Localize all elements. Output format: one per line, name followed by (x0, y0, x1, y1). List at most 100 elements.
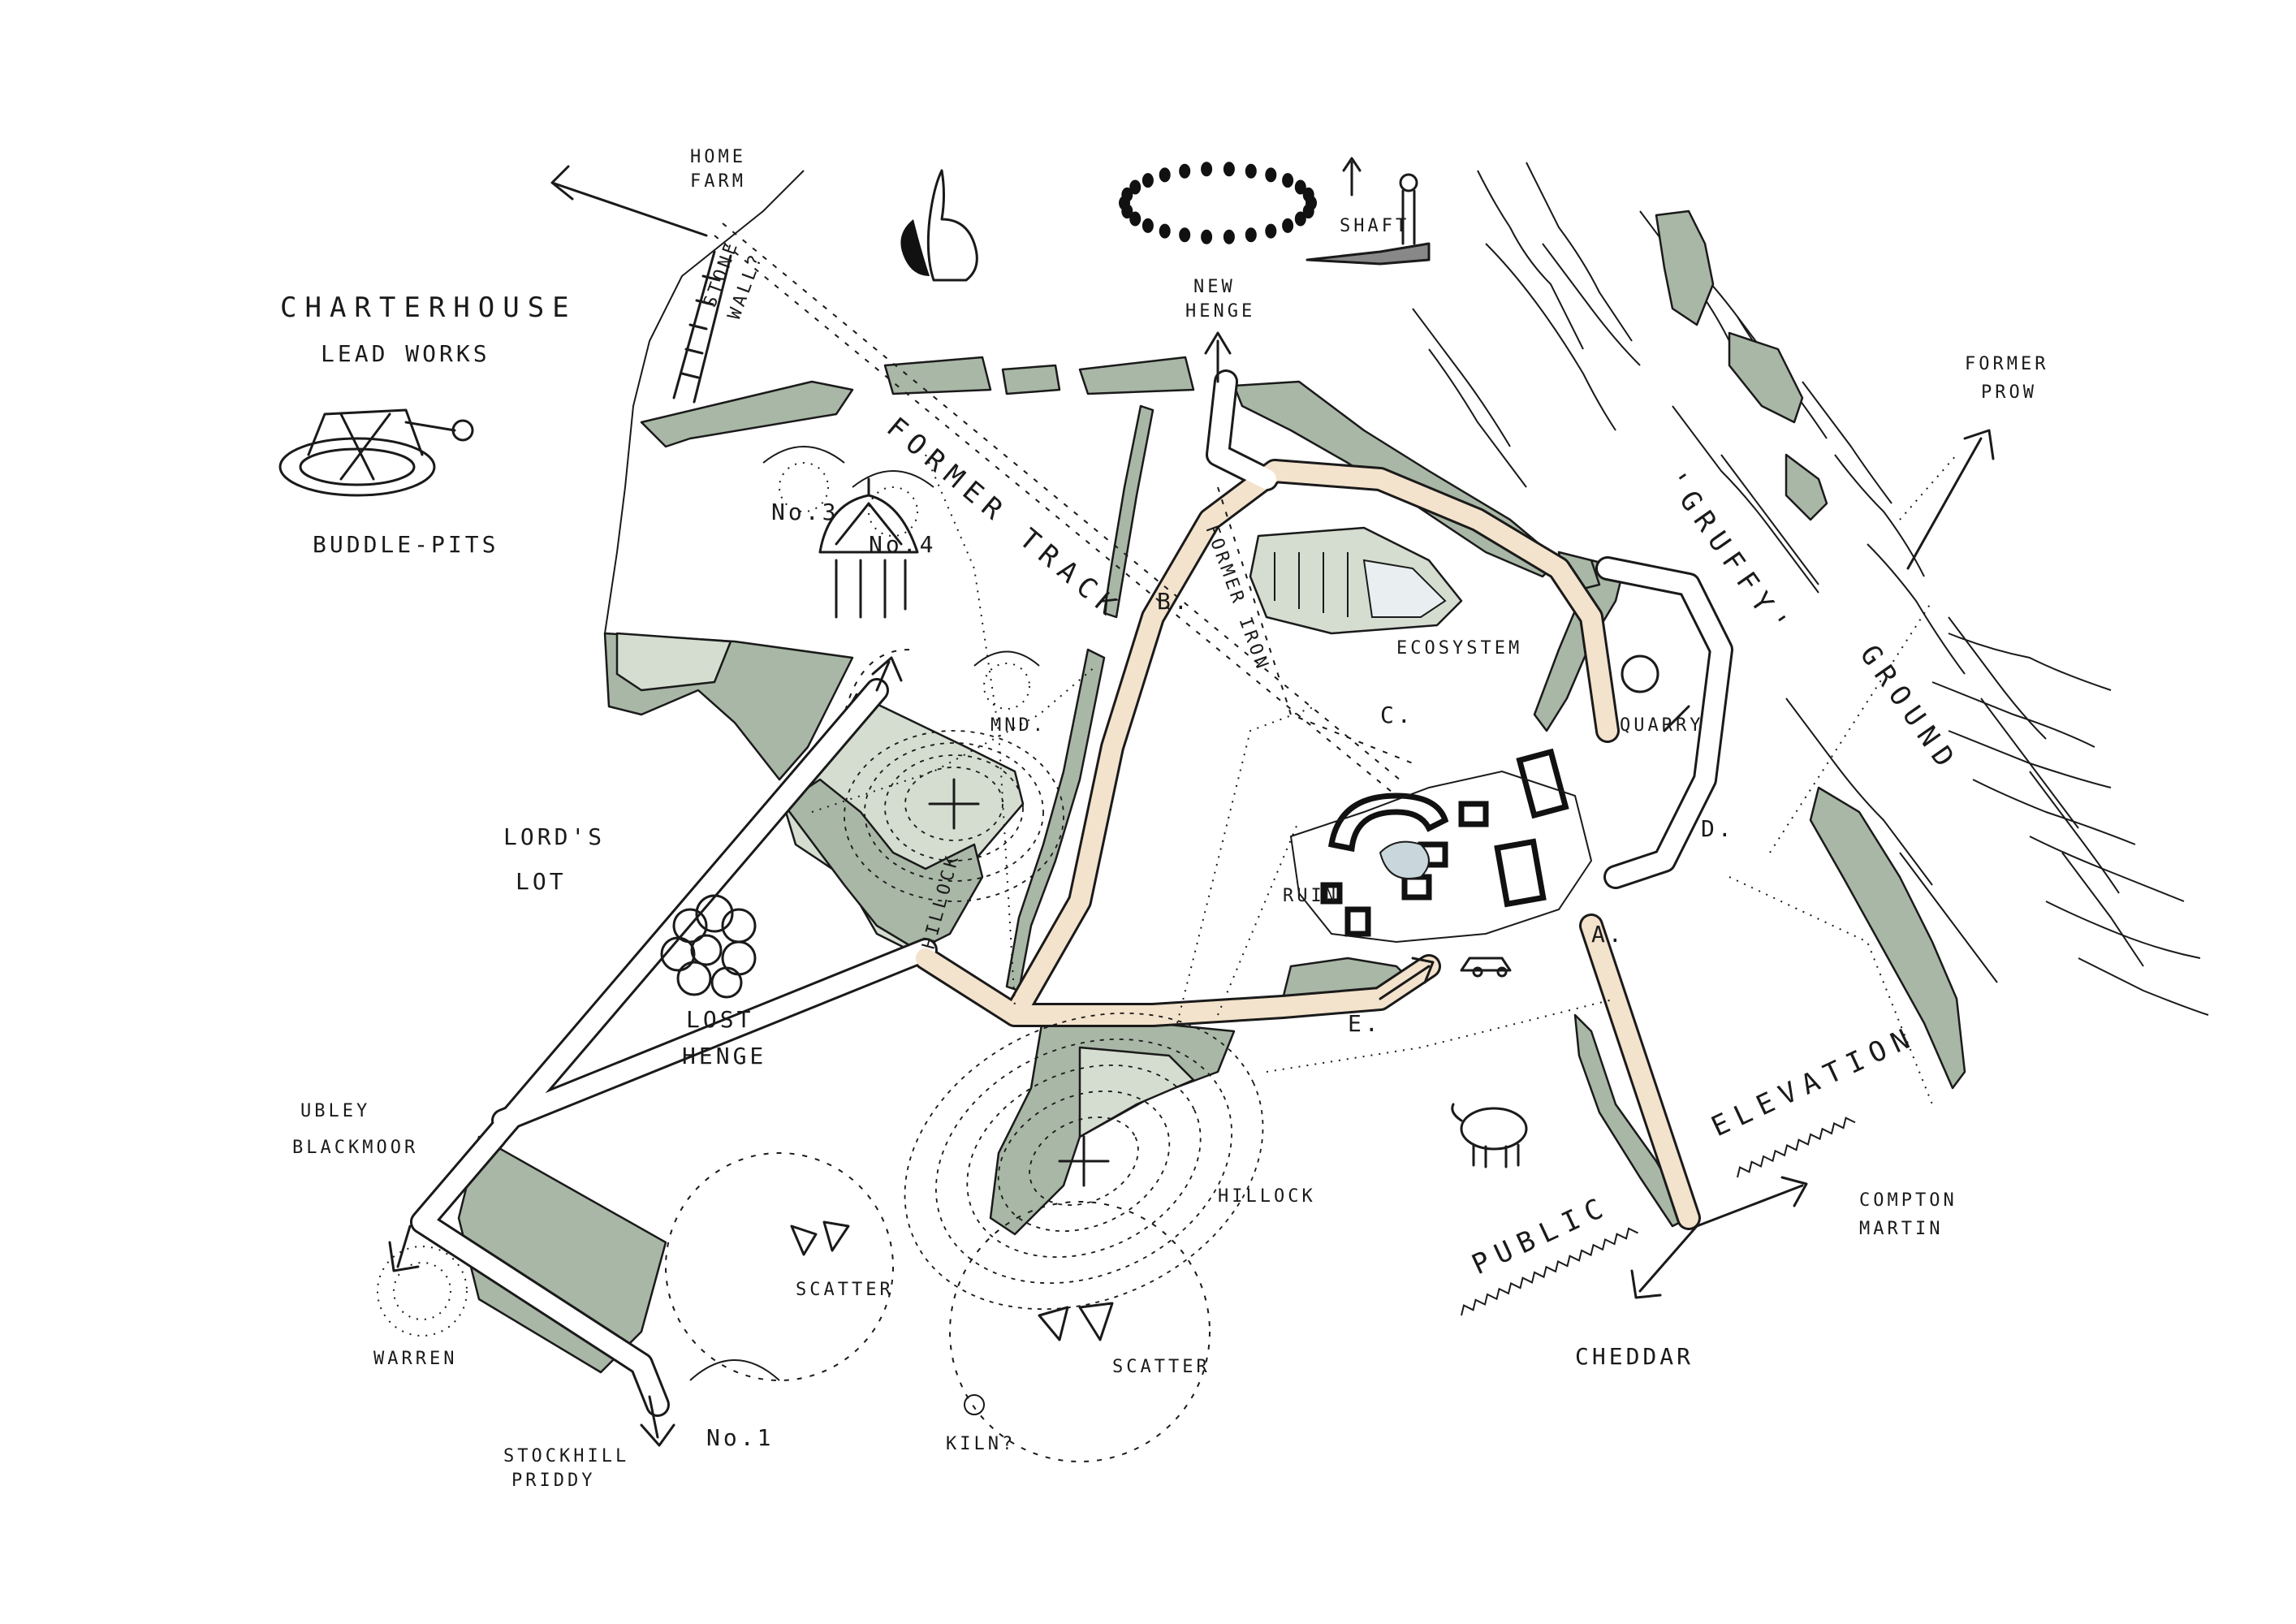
building-central-1 (1458, 801, 1489, 827)
label-quarry: QUARRY (1620, 715, 1703, 736)
label-martin: MARTIN (1859, 1219, 1943, 1239)
scatter-circles (665, 649, 1211, 1462)
hedgerow-north-south (1103, 404, 1154, 619)
label-point-c: C. (1380, 702, 1414, 728)
label-no4: No.4 (869, 531, 936, 558)
label-ground: GROUND (1854, 639, 1966, 780)
label-point-e: E. (1348, 1010, 1382, 1037)
sheep-icon (1451, 1103, 1528, 1168)
henge-stone (1201, 162, 1213, 177)
hillock-upper-contours (844, 730, 1064, 902)
label-scatter-left: SCATTER (796, 1280, 894, 1300)
label-point-b: B. (1157, 588, 1191, 615)
label-former-prow-2: PROW (1981, 382, 2037, 403)
arrow-hillock-upper (871, 656, 903, 692)
label-cheddar: CHEDDAR (1575, 1343, 1694, 1370)
henge-stone (1129, 179, 1142, 195)
scatter-tiles (790, 1220, 1114, 1341)
former-track-lines (714, 222, 1957, 1105)
buddle-pit-wheel-icon (278, 408, 474, 497)
henge-stone (1142, 173, 1154, 188)
label-no3: No.3 (771, 499, 839, 525)
label-no1: No.1 (706, 1424, 774, 1451)
henge-stone (1179, 227, 1191, 243)
label-point-a: A. (1591, 921, 1625, 948)
label-ubley: UBLEY (300, 1101, 370, 1121)
label-charterhouse: CHARTERHOUSE (280, 292, 577, 324)
pit-no1-halo (689, 1359, 780, 1381)
henge-stone (1282, 173, 1294, 188)
zigzag-lines (1461, 1116, 1856, 1316)
henge-stone (1294, 211, 1306, 227)
label-blackmoor: BLACKMOOR (292, 1138, 418, 1158)
label-public: PUBLIC (1467, 1190, 1616, 1282)
pit-mnd-halo (973, 650, 1040, 710)
henge-stone (1201, 229, 1213, 244)
arrow-compton-martin (1695, 1176, 1808, 1228)
island-ne-3 (1785, 453, 1828, 521)
pit-no3-halo (762, 446, 845, 512)
henge-stone (1142, 218, 1154, 233)
arrow-stockhill (640, 1395, 675, 1447)
henge-stone (1159, 223, 1171, 239)
arrow-cheddar (1630, 1224, 1698, 1299)
label-priddy: PRIDDY (511, 1471, 595, 1491)
henge-stone (1223, 229, 1235, 244)
label-ruin: RUIN (1283, 886, 1339, 906)
henge-stone (1121, 187, 1133, 202)
vegetation (457, 209, 1966, 1374)
label-lost-henge-1: LOST (686, 1006, 753, 1033)
pit-no4-halo (852, 470, 934, 537)
henge-stone (1245, 163, 1257, 179)
label-lost-henge-2: HENGE (682, 1043, 766, 1069)
roads (410, 369, 1733, 1417)
label-former-track: FORMER TRACK (880, 411, 1129, 627)
arrow-ruin-entry (1379, 957, 1435, 1000)
henge-stones-icon (1119, 162, 1317, 244)
henge-stone (1265, 223, 1277, 239)
henge-stone (1179, 163, 1191, 179)
henge-stone (1223, 162, 1235, 177)
yard-pond (1379, 840, 1430, 879)
label-kiln: KILN? (946, 1434, 1016, 1454)
label-lords-lot-2: LOT (516, 868, 567, 895)
hedgerow-east (1533, 559, 1625, 732)
woodland-hillock-lower-light (1078, 1046, 1195, 1138)
buildings (1289, 748, 1593, 944)
ecosystem-pond (1249, 526, 1463, 635)
label-home-farm-2: FARM (690, 171, 746, 192)
field-southwest (457, 1135, 667, 1374)
woodland-hillock-lower (989, 1013, 1236, 1236)
henge-stone (1245, 227, 1257, 243)
stream (604, 170, 805, 634)
label-buddle-pits: BUDDLE-PITS (313, 531, 498, 558)
woodland-west-light (615, 632, 732, 692)
hedgerow-far-east (1809, 786, 1966, 1090)
label-shaft: SHAFT (1340, 216, 1409, 236)
henge-stone (1265, 167, 1277, 183)
building-crescent (1327, 793, 1449, 853)
label-new-henge-1: NEW (1193, 277, 1236, 297)
arrow-northwest (550, 165, 708, 237)
label-new-henge-2: HENGE (1185, 301, 1255, 322)
arrows (388, 165, 1995, 1447)
tent-pavilion-icon (818, 477, 919, 619)
label-gruffy: 'GRUFFY' (1659, 464, 1799, 646)
label-ecosystem: ECOSYSTEM (1396, 638, 1522, 659)
arrow-new-henge (1204, 331, 1232, 383)
hillock-markers (928, 778, 1110, 1187)
woodland-hillock-upper-dark (782, 778, 984, 952)
label-stockhill: STOCKHILL (503, 1446, 629, 1466)
hillock-lower-contours (904, 1012, 1264, 1311)
label-mnd: MND. (990, 715, 1047, 736)
label-lords-lot-1: LORD'S (503, 823, 605, 850)
tree-cluster-icon (660, 894, 757, 999)
henge-stone (1282, 218, 1294, 233)
yard-outline (1289, 770, 1593, 944)
arrow-southwest (388, 1224, 420, 1272)
label-warren: WARREN (373, 1349, 457, 1369)
label-hillock-lower: HILLOCK (1218, 1186, 1316, 1207)
building-ruin-2 (1320, 882, 1343, 905)
kiln-marker (964, 1394, 985, 1415)
henge-stone (1129, 211, 1142, 227)
